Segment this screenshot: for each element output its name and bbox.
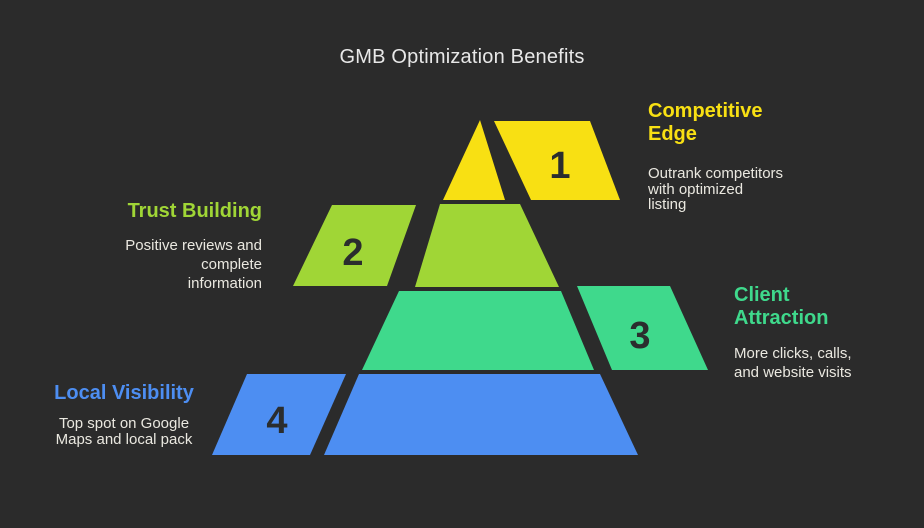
level-2-label: Trust Building Positive reviews and comp…: [125, 200, 262, 293]
level-4-number: 4: [266, 400, 288, 442]
level-2-title: Trust Building: [127, 200, 262, 222]
level-1-label: Competitive Edge Outrank competitors wit…: [648, 100, 783, 213]
level-2-number: 2: [342, 232, 364, 274]
level-1-description: Outrank competitors with optimized listi…: [648, 165, 784, 213]
level-4-title: Local Visibility: [54, 382, 194, 404]
level-1-number: 1: [549, 145, 571, 187]
level-3-label: Client Attraction More clicks, calls, an…: [734, 284, 852, 382]
level-3-pullout: [577, 286, 708, 370]
level-2-pullout: [293, 205, 416, 286]
level-2-description: Positive reviews and complete informatio…: [125, 237, 262, 292]
level-4-description: Top spot on Google Maps and local pack: [55, 415, 193, 448]
level-1-title: Competitive Edge: [648, 100, 763, 145]
level-3-number: 3: [629, 315, 651, 357]
level-3-description: More clicks, calls, and website visits: [734, 345, 852, 381]
diagram-title: GMB Optimization Benefits: [339, 46, 585, 68]
level-4-label: Local Visibility Top spot on Google Maps…: [44, 382, 204, 447]
level-3-title: Client Attraction: [734, 284, 829, 329]
level-1-segment: [443, 120, 505, 200]
level-3-segment: [362, 291, 594, 370]
level-2-segment: [415, 204, 559, 287]
level-1-pullout: [494, 121, 620, 200]
level-4-segment: [324, 374, 638, 455]
level-4-pullout: [212, 374, 346, 455]
